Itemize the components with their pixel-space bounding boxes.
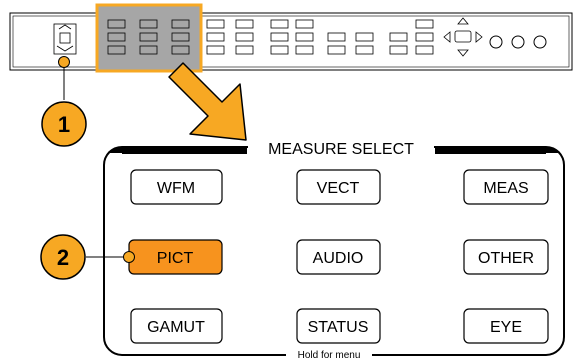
audio-button[interactable]: AUDIO <box>296 239 381 275</box>
panel-title: MEASURE SELECT <box>268 141 414 158</box>
panel-key-icon[interactable] <box>235 45 254 55</box>
panel-key-icon[interactable] <box>206 32 225 42</box>
panel-key-icon[interactable] <box>206 19 225 29</box>
panel-key-icon[interactable] <box>327 32 346 42</box>
status-button-label: STATUS <box>308 319 369 336</box>
panel-key-icon[interactable] <box>389 32 408 42</box>
measure-select-area-highlight <box>95 3 203 73</box>
panel-key-icon[interactable] <box>355 32 374 42</box>
pointer-arrow-icon <box>168 62 247 141</box>
vect-button-label: VECT <box>317 180 360 197</box>
round-buttons <box>489 35 547 49</box>
panel-key-icon[interactable] <box>270 32 289 42</box>
panel-key-icon[interactable] <box>139 19 158 29</box>
panel-key-icon[interactable] <box>107 45 126 55</box>
callout-1-leader <box>58 56 70 100</box>
hold-for-menu-label: Hold for menu <box>298 350 361 358</box>
panel-key-icon[interactable] <box>327 45 346 55</box>
other-button-label: OTHER <box>478 250 534 267</box>
meas-button-label: MEAS <box>483 180 528 197</box>
round-button-icon[interactable] <box>511 35 525 49</box>
audio-button-label: AUDIO <box>313 250 364 267</box>
callout-2-badge: 2 <box>40 234 86 280</box>
knob-icon[interactable] <box>53 23 77 55</box>
panel-key-icon[interactable] <box>295 32 314 42</box>
pict-button[interactable]: PICT <box>128 239 223 275</box>
panel-key-icon[interactable] <box>206 45 225 55</box>
panel-key-icon[interactable] <box>107 32 126 42</box>
other-button[interactable]: OTHER <box>463 239 549 275</box>
panel-key-icon[interactable] <box>235 19 254 29</box>
panel-key-icon[interactable] <box>235 32 254 42</box>
panel-key-icon[interactable] <box>295 19 314 29</box>
eye-button-label: EYE <box>490 319 522 336</box>
panel-key-icon[interactable] <box>355 45 374 55</box>
meas-button[interactable]: MEAS <box>463 169 549 205</box>
panel-key-icon[interactable] <box>139 45 158 55</box>
panel-key-icon[interactable] <box>171 45 190 55</box>
panel-key-icon[interactable] <box>171 32 190 42</box>
panel-key-icon[interactable] <box>107 19 126 29</box>
wfm-button[interactable]: WFM <box>130 169 223 205</box>
panel-key-icon[interactable] <box>171 19 190 29</box>
status-button[interactable]: STATUS <box>296 308 381 344</box>
wfm-button-label: WFM <box>157 180 195 197</box>
panel-key-icon[interactable] <box>415 19 434 29</box>
arrow-pad-icon[interactable] <box>443 17 483 57</box>
panel-key-icon[interactable] <box>415 45 434 55</box>
gamut-button[interactable]: GAMUT <box>130 308 223 344</box>
round-button-icon[interactable] <box>533 35 547 49</box>
callout-2-number: 2 <box>57 245 69 270</box>
callout-1-number: 1 <box>58 112 70 137</box>
panel-key-icon[interactable] <box>139 32 158 42</box>
pict-button-label: PICT <box>157 250 194 267</box>
panel-key-icon[interactable] <box>270 19 289 29</box>
eye-button[interactable]: EYE <box>463 308 549 344</box>
callout-1-badge: 1 <box>41 101 87 147</box>
panel-key-icon[interactable] <box>389 45 408 55</box>
panel-button-grid <box>107 19 434 55</box>
gamut-button-label: GAMUT <box>147 319 205 336</box>
round-button-icon[interactable] <box>489 35 503 49</box>
callout-2-leader <box>86 251 135 263</box>
front-panel-strip <box>9 12 573 71</box>
panel-key-icon[interactable] <box>295 45 314 55</box>
panel-key-icon[interactable] <box>415 32 434 42</box>
panel-key-icon[interactable] <box>270 45 289 55</box>
vect-button[interactable]: VECT <box>296 169 381 205</box>
